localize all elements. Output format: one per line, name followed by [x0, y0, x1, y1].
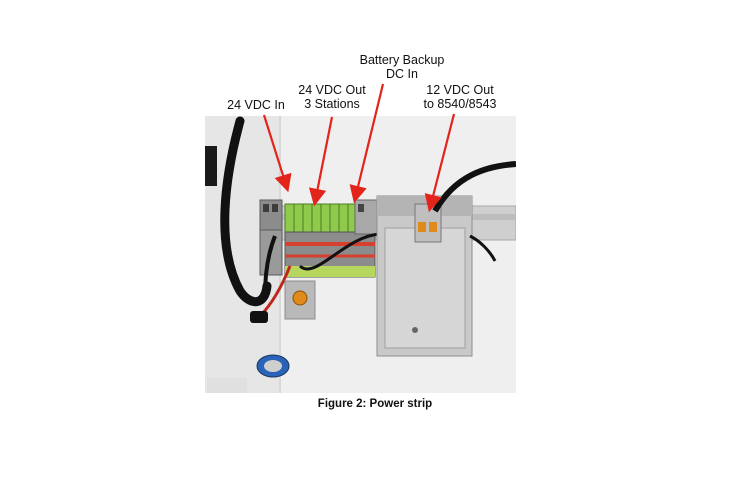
- callout-12vdc-out: 12 VDC Out to 8540/8543: [405, 83, 515, 111]
- terminal-block-24vdc-in: [259, 199, 283, 276]
- terminal-block-battery-backup: [354, 199, 378, 235]
- callout-24vdc-out: 24 VDC Out 3 Stations: [282, 83, 382, 111]
- power-strip-photo: [205, 116, 516, 393]
- callout-battery-line-2: DC In: [386, 67, 418, 81]
- callout-24vdc-in: 24 VDC In: [211, 98, 301, 112]
- callout-battery-backup-dc-in: Battery Backup DC In: [342, 53, 462, 81]
- callout-24vdc-out-line-1: 24 VDC Out: [298, 83, 366, 97]
- callout-battery-line-1: Battery Backup: [359, 53, 445, 67]
- callout-24vdc-out-line-2: 3 Stations: [304, 97, 360, 111]
- main-cable: [220, 116, 272, 307]
- callout-12vdc-out-line-2: to 8540/8543: [423, 97, 497, 111]
- callout-12vdc-out-line-1: 12 VDC Out: [426, 83, 494, 97]
- figure-caption: Figure 2: Power strip: [317, 398, 433, 410]
- photo-illustration: [205, 116, 516, 393]
- callout-24vdc-in-line-1: 24 VDC In: [227, 98, 285, 112]
